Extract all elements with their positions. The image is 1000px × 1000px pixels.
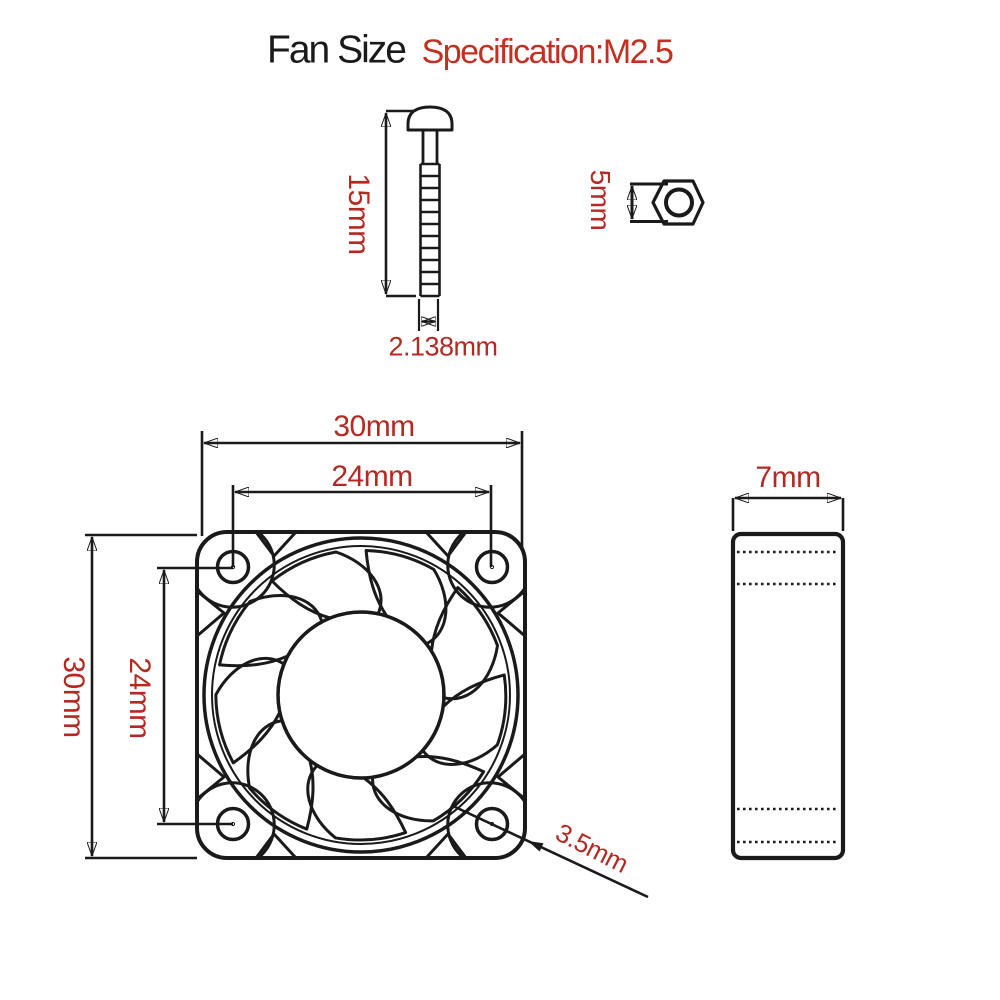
screw-length-label: 15mm [342,173,375,255]
side-depth-dimension [731,498,845,531]
mount-hole-bottom-right [474,806,510,842]
frame-width-dimension [200,431,524,548]
fan-hub [276,610,446,780]
page-title: Fan Size [267,28,407,72]
screw-drawing [386,105,454,331]
fan-front-view [85,431,649,899]
nut-height-label: 5mm [585,169,616,231]
nut-outline [651,179,705,226]
side-depth-label: 7mm [755,461,821,494]
hole-center-dots [230,564,495,827]
fan-width-label: 30mm [333,410,415,443]
spec-title: Specification:M2.5 [421,33,674,71]
screw-length-dimension [386,109,416,298]
fan-hole-pitch-h-label: 24mm [331,460,413,493]
hole-pitch-horizontal-dimension [231,485,493,567]
nut-height-dimension [630,182,668,223]
side-dotted-lines [737,550,839,844]
fan-side-view [730,498,846,861]
fan-frame [195,530,527,860]
screw-diameter-dimension [417,299,440,331]
screw-diameter-label: 2.138mm [388,331,498,362]
hole-pitch-vertical-dimension [157,566,233,826]
nut-hole [664,187,694,218]
fan-inner-ring [211,545,511,845]
hole-diameter-leader [452,804,649,899]
side-body [730,531,846,861]
fan-height-label: 30mm [57,656,90,738]
screw-shaft [421,130,439,164]
nut-drawing [630,179,705,226]
screw-threads [419,162,441,298]
screw-head [406,105,454,132]
frame-height-dimension [85,533,197,860]
corner-ribs [195,530,527,860]
fan-hole-pitch-v-label: 24mm [123,657,156,739]
fan-opening-ring [202,536,520,854]
